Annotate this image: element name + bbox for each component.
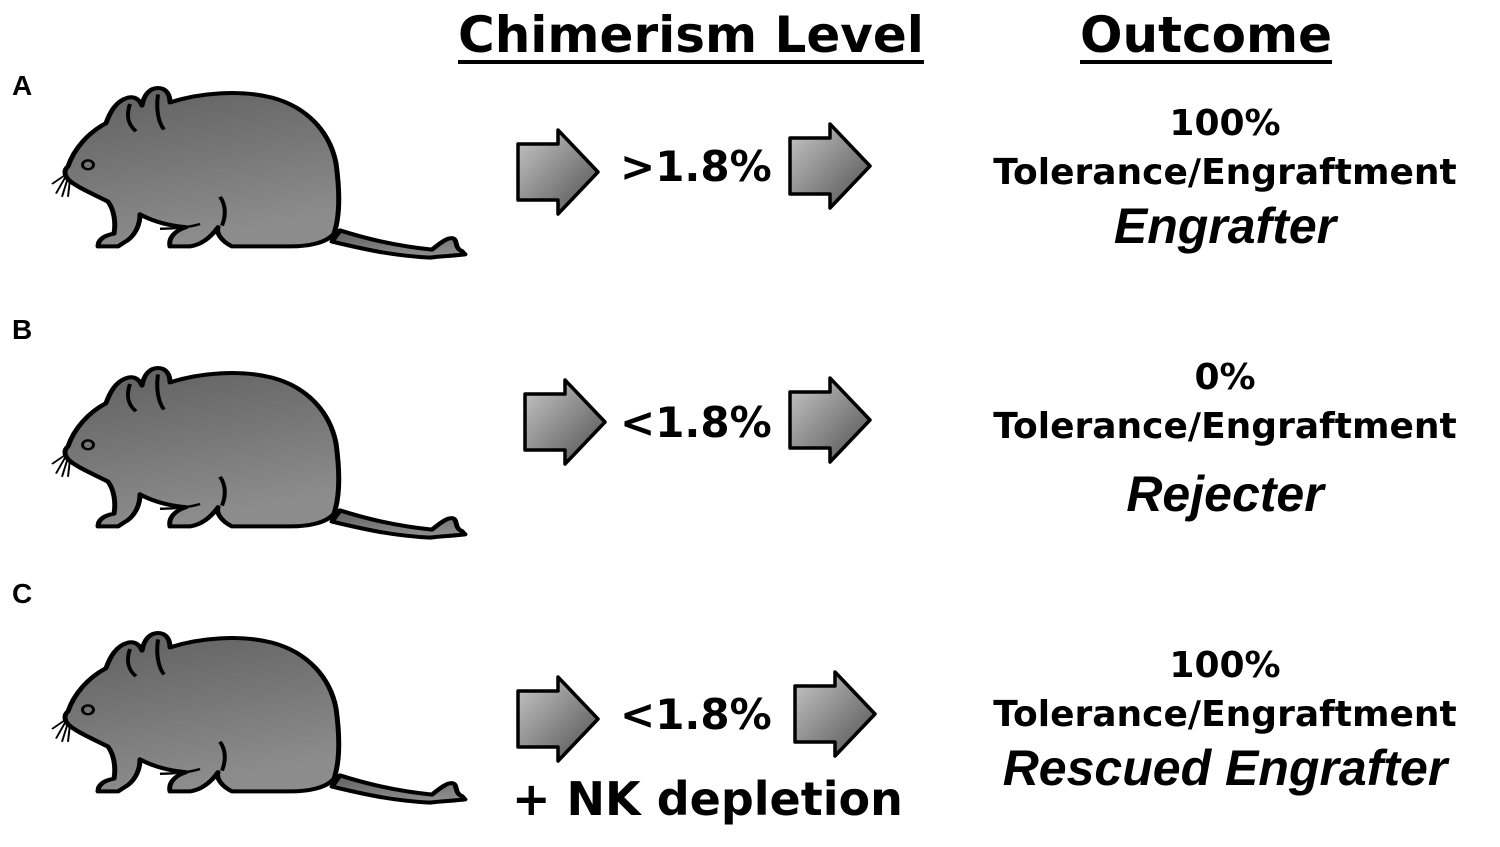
arrow-right-icon: [516, 675, 600, 763]
outcome-measure-c: Tolerance/Engraftment: [993, 694, 1457, 735]
outcome-c: 100% Tolerance/Engraftment Rescued Engra…: [945, 642, 1500, 796]
arrow-right-icon: [788, 122, 872, 210]
outcome-status-a: Engrafter: [1113, 198, 1337, 254]
outcome-percent-b: 0%: [1194, 357, 1256, 398]
chimerism-level-a: >1.8%: [620, 142, 772, 191]
outcome-status-c: Rescued Engrafter: [1002, 740, 1448, 796]
outcome-percent-a: 100%: [1169, 103, 1281, 144]
row-label-c: C: [12, 578, 33, 609]
arrow-right-icon: [516, 128, 600, 216]
row-label-b: B: [12, 314, 33, 345]
outcome-b: 0% Tolerance/Engraftment Rejecter: [945, 354, 1500, 522]
outcome-a: 100% Tolerance/Engraftment Engrafter: [945, 100, 1500, 254]
outcome-measure-a: Tolerance/Engraftment: [993, 152, 1457, 193]
mouse-icon: [52, 368, 465, 538]
chimerism-level-c: <1.8%: [620, 690, 772, 739]
outcome-measure-b: Tolerance/Engraftment: [993, 406, 1457, 447]
chimerism-level-b: <1.8%: [620, 398, 772, 447]
outcome-percent-c: 100%: [1169, 645, 1281, 686]
row-label-a: A: [12, 70, 33, 101]
outcome-status-b: Rejecter: [1126, 466, 1324, 522]
arrow-right-icon: [788, 376, 872, 464]
chimerism-level-header: Chimerism Level: [458, 6, 924, 64]
nk-depletion-label: + NK depletion: [512, 772, 903, 826]
outcome-header: Outcome: [1080, 6, 1333, 64]
mouse-icon: [52, 633, 465, 803]
arrow-right-icon: [523, 378, 607, 466]
arrow-right-icon: [793, 670, 877, 758]
mouse-icon: [52, 88, 465, 258]
